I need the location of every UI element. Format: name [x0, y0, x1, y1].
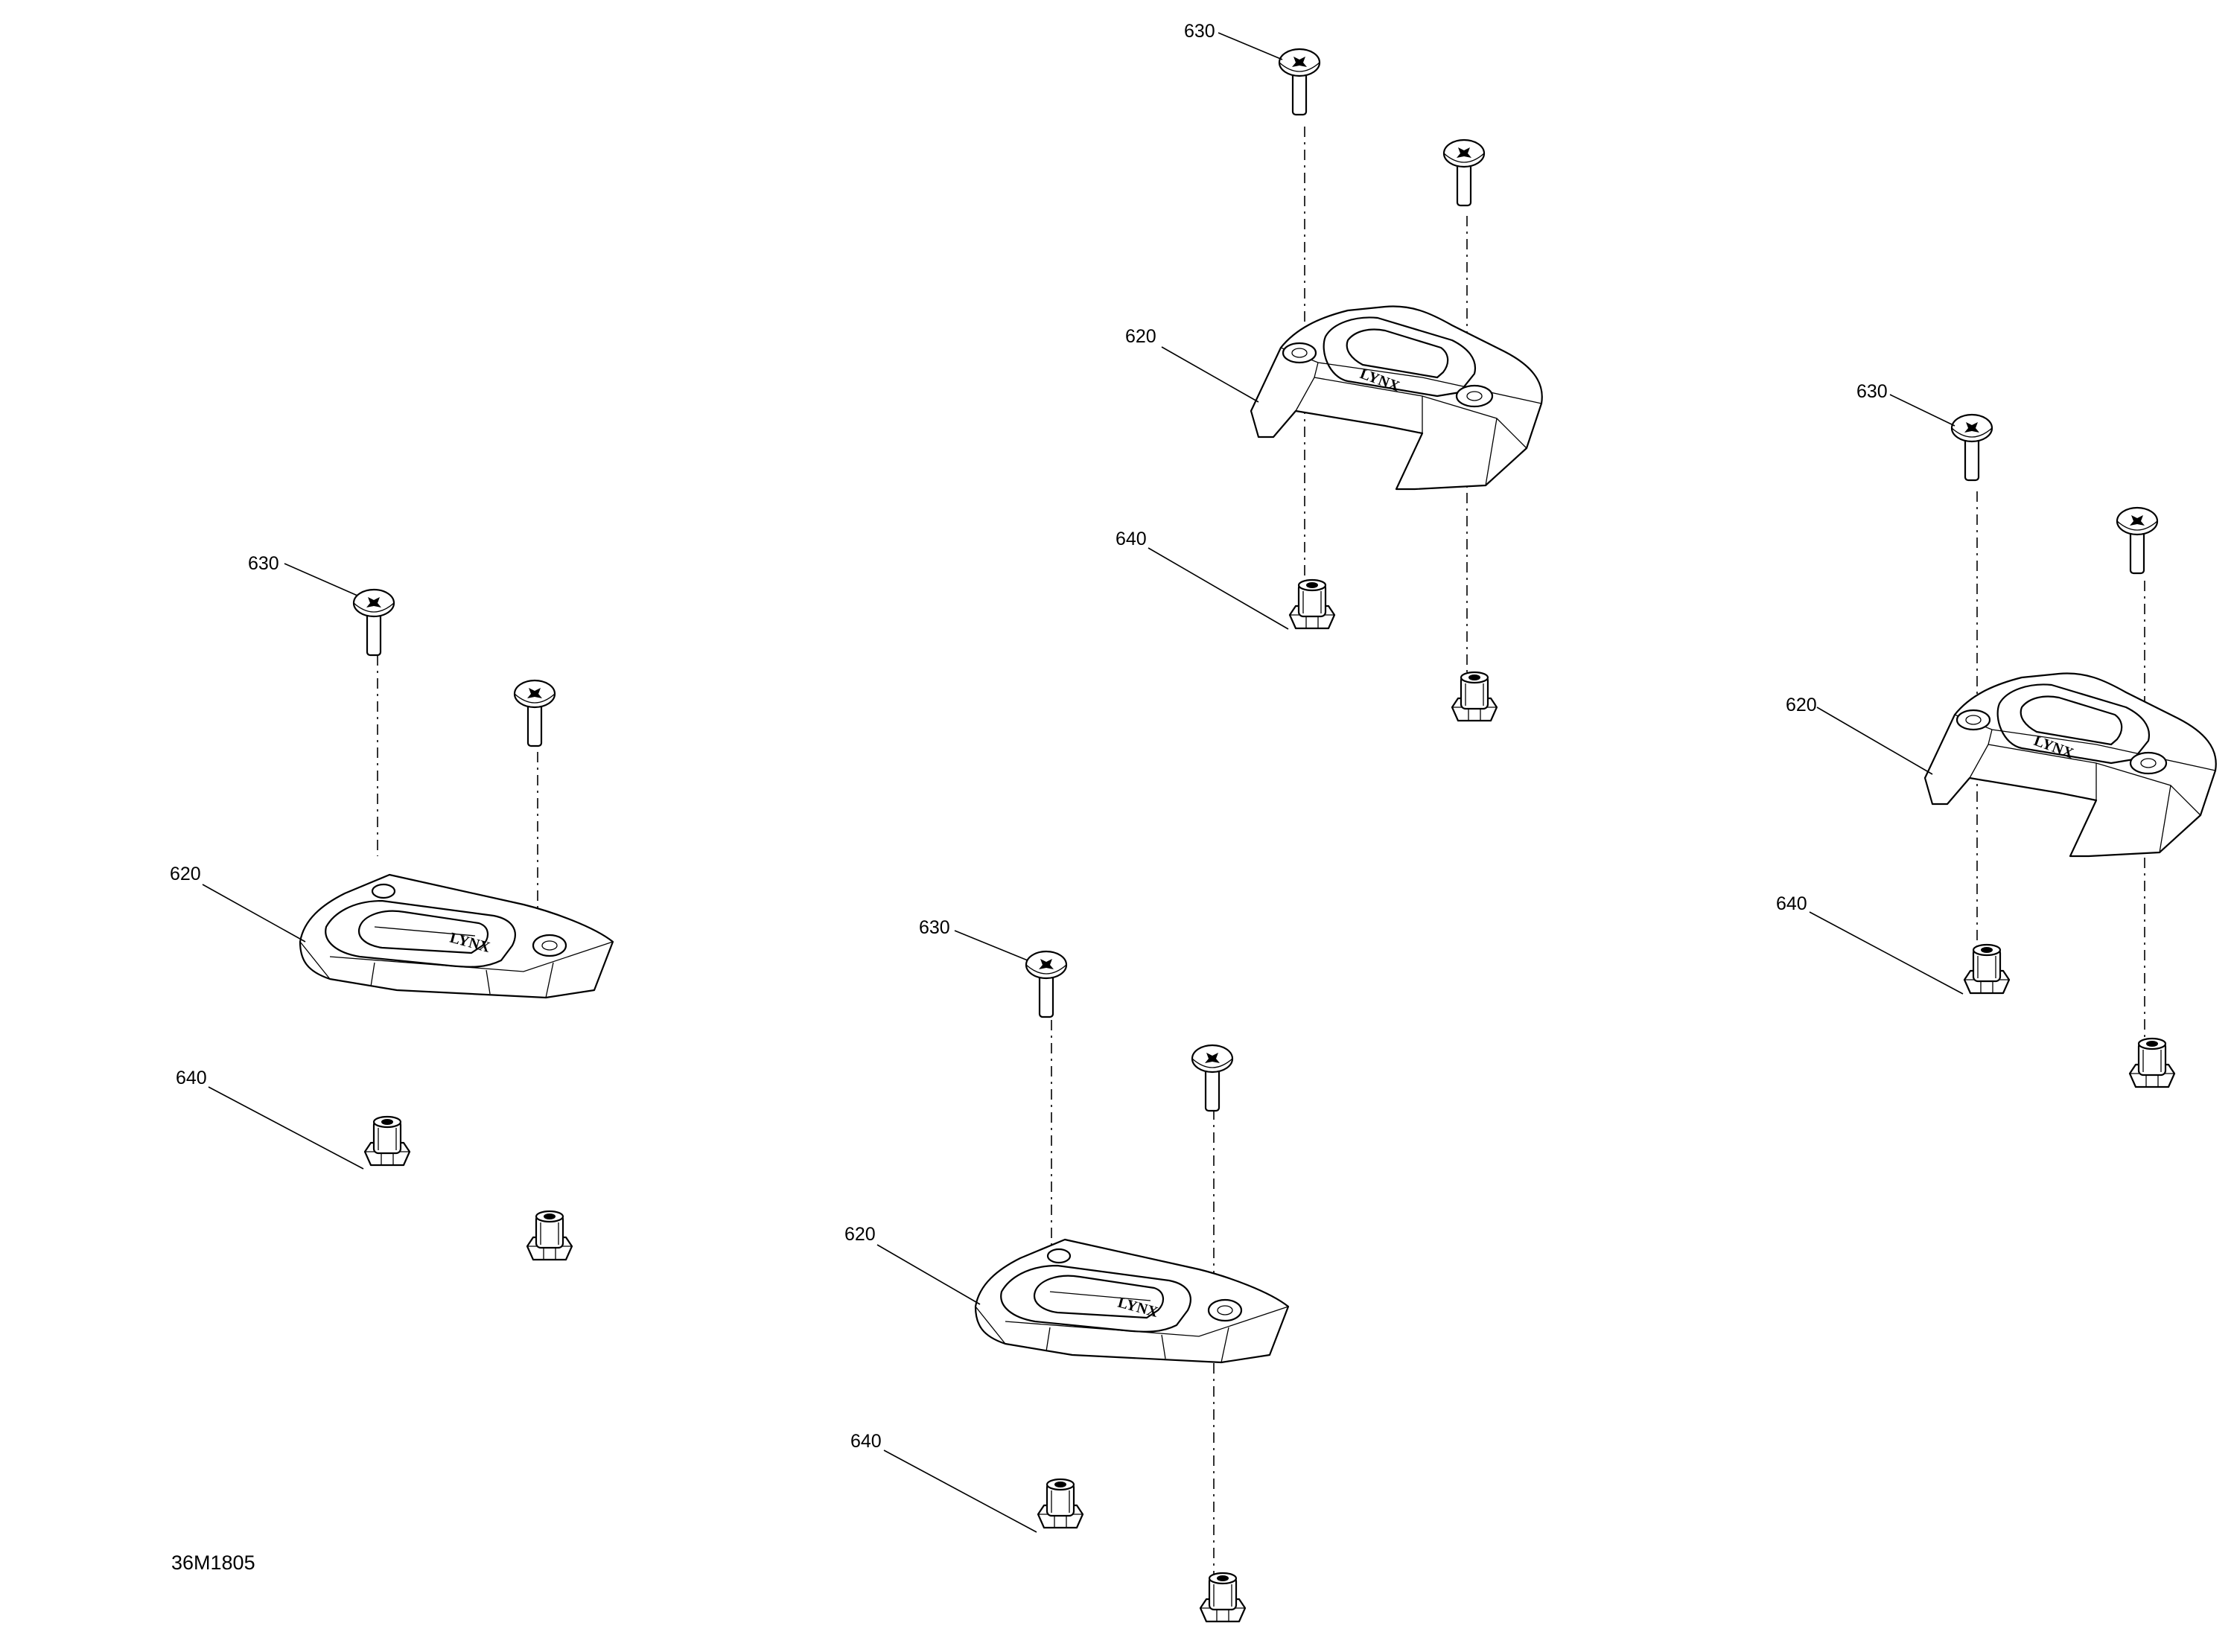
flange-nut-icon: [1963, 943, 2011, 995]
flange-nut-icon: [1451, 671, 1498, 722]
flange-nut-icon: [2128, 1037, 2176, 1088]
leader-line: [1161, 346, 1259, 403]
assembly-bottom-center: LYNX 630 620 640: [844, 917, 1290, 1623]
flange-nut-icon: [526, 1210, 573, 1261]
torx-screw-icon: [2116, 506, 2159, 575]
torx-screw-icon: [1025, 950, 1068, 1018]
callout-640: 640: [1116, 529, 1147, 549]
leader-line: [876, 1244, 981, 1305]
leader-line: [1148, 547, 1289, 630]
assembly-right: LYNX 630 620 640: [1776, 381, 2217, 1088]
raised-bracket: LYNX: [1250, 305, 1543, 491]
assembly-left: LYNX 630 620 640: [170, 553, 614, 1261]
leader-line: [1809, 911, 1964, 995]
callout-640: 640: [850, 1431, 882, 1452]
callout-640: 640: [176, 1068, 207, 1088]
torx-screw-icon: [1442, 138, 1486, 207]
flange-nut-icon: [1199, 1572, 1247, 1623]
callout-620: 620: [170, 864, 201, 884]
leader-line: [202, 884, 306, 943]
callout-620: 620: [844, 1224, 876, 1245]
torx-screw-icon: [513, 679, 556, 747]
torx-screw-icon: [1950, 413, 1993, 482]
flange-nut-icon: [1037, 1478, 1084, 1529]
leader-line: [208, 1086, 364, 1170]
torx-screw-icon: [1278, 48, 1321, 116]
callout-620: 620: [1786, 695, 1817, 715]
torx-screw-icon: [352, 588, 395, 657]
callout-620: 620: [1125, 326, 1156, 347]
leader-line: [883, 1450, 1037, 1533]
flange-nut-icon: [363, 1115, 411, 1167]
leader-line: [1816, 707, 1933, 775]
torx-screw-icon: [1191, 1044, 1234, 1112]
drawing-code: 36M1805: [171, 1551, 255, 1574]
callout-630: 630: [919, 917, 950, 938]
leader-line: [284, 563, 358, 596]
leader-line: [1218, 32, 1283, 60]
assembly-top-center: LYNX 630 620 640: [1116, 21, 1543, 722]
callout-630: 630: [1856, 381, 1888, 402]
flat-bracket: LYNX: [299, 873, 614, 999]
flat-bracket: LYNX: [974, 1238, 1290, 1364]
leader-line: [954, 930, 1028, 961]
leader-line: [1889, 394, 1955, 427]
flange-nut-icon: [1288, 578, 1336, 630]
raised-bracket: LYNX: [1923, 672, 2217, 858]
callout-630: 630: [248, 553, 279, 574]
callout-640: 640: [1776, 893, 1807, 914]
callout-630: 630: [1184, 21, 1215, 42]
